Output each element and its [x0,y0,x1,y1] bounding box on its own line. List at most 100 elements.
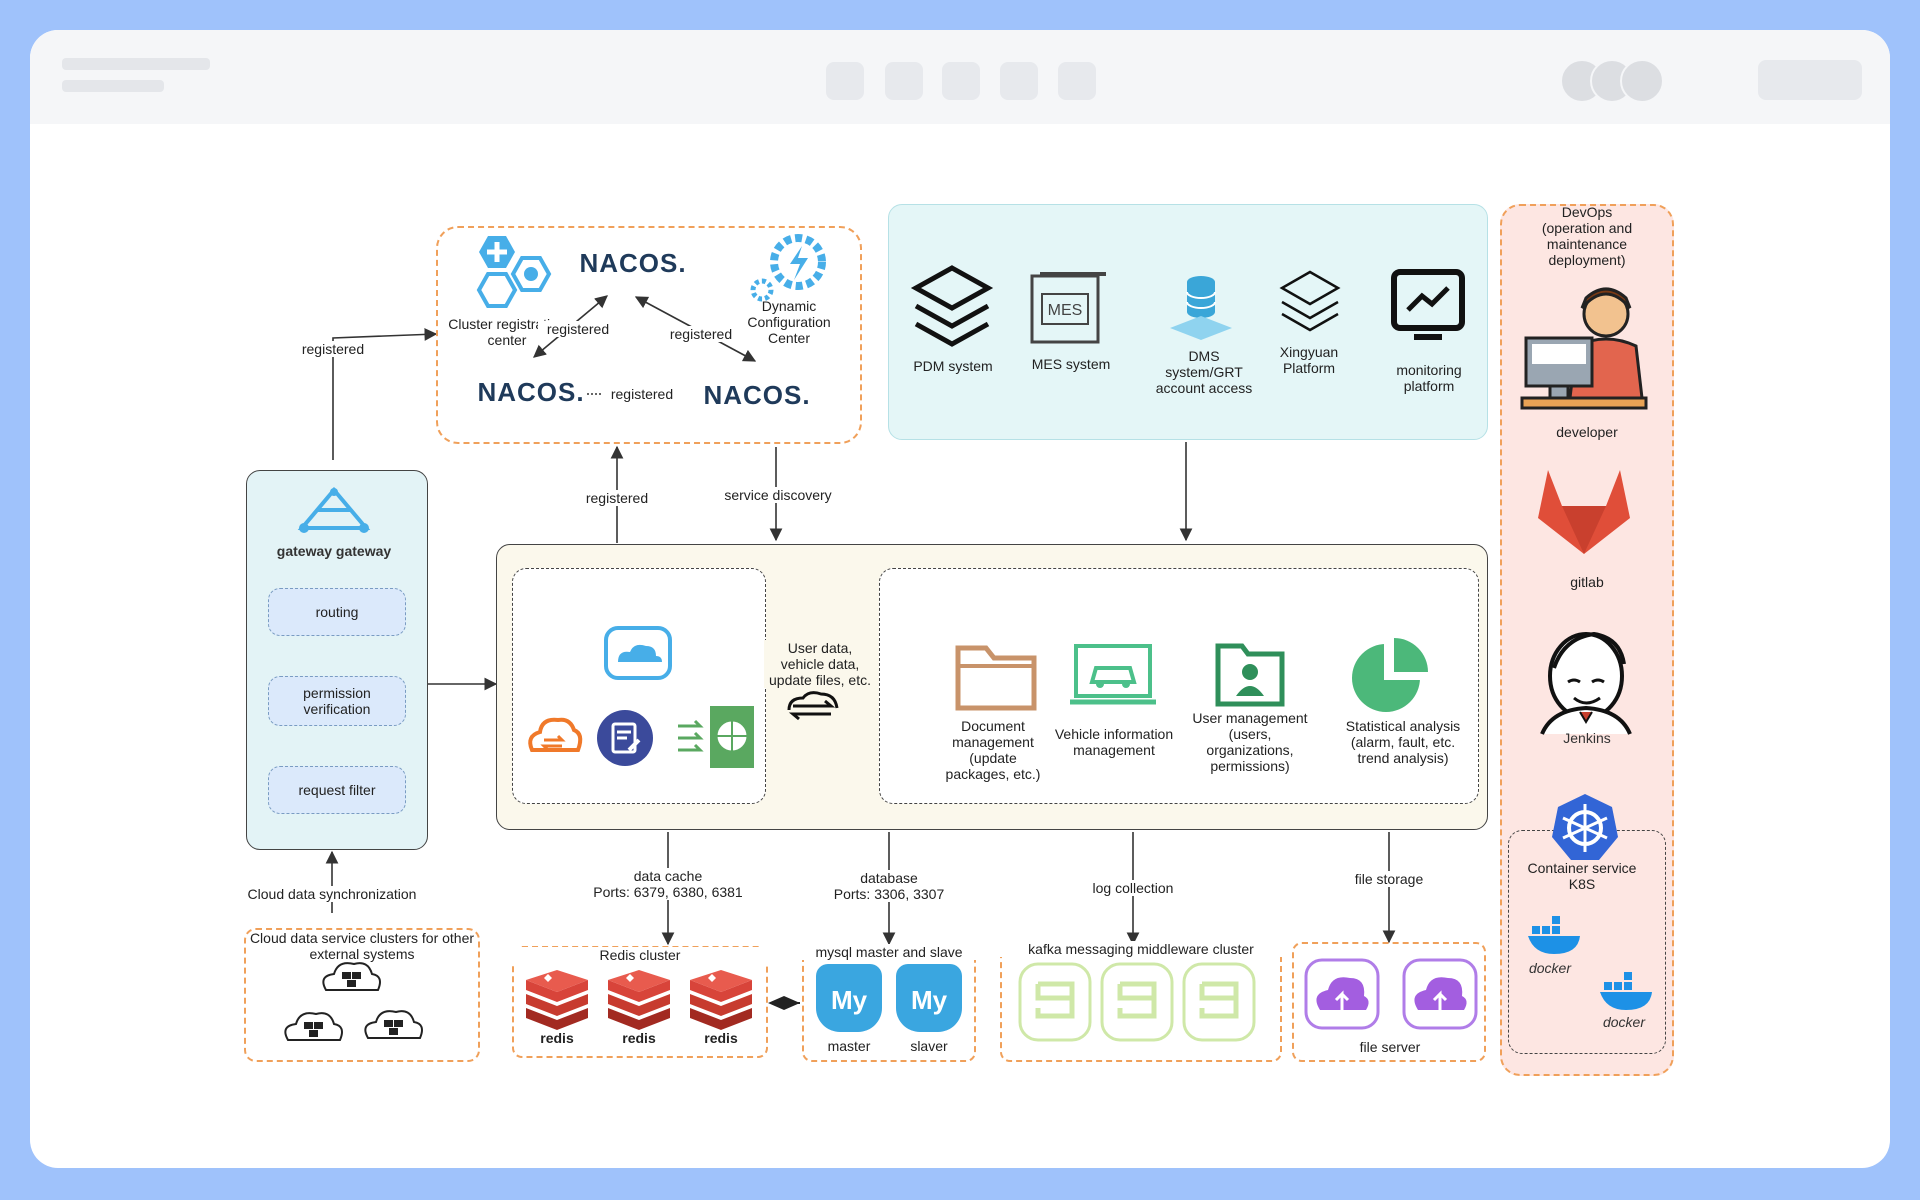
module-label-document: Document management (update packages, et… [945,718,1041,782]
layers-icon [910,262,994,357]
gateway-routing[interactable]: routing [268,588,406,636]
hexagon-cluster-icon [460,230,552,319]
nacos-logo-right: NACOS. [703,380,811,410]
nacos-logo-top: NACOS. [579,248,687,278]
system-label-mes: MES system [1031,356,1111,372]
jenkins-icon [1534,628,1638,743]
file-server-box [1292,942,1486,1062]
database-icon [1166,270,1236,351]
nacos-registered-right: registered [661,326,741,342]
module-label-statistics: Statistical analysis (alarm, fault, etc.… [1345,718,1461,766]
nacos-registered-bottom: registered [602,386,682,402]
devops-gitlab-label: gitlab [1570,574,1604,590]
toolbar-button-2[interactable] [885,62,923,100]
toolbar-button-1[interactable] [826,62,864,100]
toolbar-button-5[interactable] [1058,62,1096,100]
nacos-registered-left: registered [538,321,618,337]
edge-label-core-registered: registered [567,490,667,506]
system-label-xingyuan: Xingyuan Platform [1279,344,1339,376]
container-service-label: Container service K8S [1527,860,1637,892]
user-data-label: User data, vehicle data, update files, e… [764,640,876,688]
file-server-label: file server [1359,1039,1421,1055]
cloud-server-icon [318,958,384,1003]
edge-label-data-cache: data cache Ports: 6379, 6380, 6381 [582,868,754,900]
system-label-monitoring: monitoring platform [1396,362,1462,394]
module-label-vehicle: Vehicle information management [1054,726,1174,758]
stack-icon [1278,268,1344,343]
mysql-slaver-icon [896,964,962,1032]
redis-icon [604,968,674,1035]
edge-label-log-collection: log collection [1063,880,1203,896]
nacos-cluster-box [436,226,862,444]
toolbar-button-3[interactable] [942,62,980,100]
gateway-title: gateway gateway [276,543,392,559]
devops-jenkins-label: Jenkins [1563,730,1611,746]
cloud-upload-icon [1402,958,1478,1035]
car-icon [1070,642,1156,713]
redis-label-2: redis [622,1030,656,1046]
edge-gateway-to-nacos [332,328,438,460]
module-label-user: User management (users, organizations, p… [1192,710,1308,774]
kubernetes-icon [1550,792,1620,867]
edge-label-file-storage: file storage [1334,871,1444,887]
mysql-master-logo: My [830,985,868,1015]
config-gear-icon [748,232,830,307]
share-button[interactable] [1758,60,1862,100]
folder-icon [954,636,1038,717]
gateway-icon [296,486,372,539]
redis-label-1: redis [540,1030,574,1046]
edge-label-service-discovery: service discovery [704,487,852,503]
mysql-slaver-logo: My [910,985,948,1015]
docker-icon [1526,912,1586,973]
edge-label-database: database Ports: 3306, 3307 [814,870,964,902]
gitlab-icon [1534,466,1634,561]
window-toolbar [30,30,1890,124]
system-label-dms: DMS system/GRT account access [1155,348,1253,396]
config-document-icon [595,710,657,771]
edge-label-cloud-sync: Cloud data synchronization [242,886,422,902]
cloud-window-icon [604,626,672,685]
gateway-permission-verification[interactable]: permission verification [268,676,406,726]
redis-icon [686,968,756,1035]
mysql-title: mysql master and slave [800,944,978,960]
docker-label-2: docker [1602,1014,1646,1030]
devops-title: DevOps (operation and maintenance deploy… [1541,204,1633,268]
mysql-master-label: master [827,1038,871,1054]
svg-text:MES: MES [1048,302,1083,319]
pie-chart-icon [1350,636,1430,717]
user-folder-icon [1214,642,1286,713]
mes-icon: MES [1028,270,1106,355]
system-label-pdm: PDM system [913,358,993,374]
avatar[interactable] [1620,59,1664,103]
mysql-master-icon [816,964,882,1032]
cloud-server-icon [280,1008,346,1053]
cloud-upload-icon [1304,958,1380,1035]
dynamic-config-label: Dynamic Configuration Center [747,298,831,346]
redis-label-3: redis [704,1030,738,1046]
monitor-icon [1390,268,1466,353]
kafka-node-icon [1018,962,1092,1047]
cloud-sync-icon [524,712,583,767]
toolbar-button-4[interactable] [1000,62,1038,100]
external-clusters-label: Cloud data service clusters for other ex… [249,930,475,962]
docker-label-1: docker [1528,960,1572,976]
sync-cloud-icon [783,691,843,727]
kafka-title: kafka messaging middleware cluster [1000,941,1282,957]
gateway-request-filter[interactable]: request filter [268,766,406,814]
nacos-logo-left: NACOS. [477,377,585,407]
cloud-server-icon [360,1006,426,1051]
network-gateway-icon [674,702,758,775]
edge-label-gateway-registered: registered [283,341,383,357]
mysql-slaver-label: slaver [910,1038,948,1054]
kafka-node-icon [1182,962,1256,1047]
developer-icon [1520,286,1648,421]
cluster-registration-label: Cluster registration center [448,316,566,348]
redis-icon [522,968,592,1035]
redis-mysql-link [768,996,800,1010]
external-clusters-box [244,928,480,1062]
title-placeholder [62,58,210,70]
kafka-node-icon [1100,962,1174,1047]
docker-icon [1598,968,1658,1029]
subtitle-placeholder [62,80,164,92]
